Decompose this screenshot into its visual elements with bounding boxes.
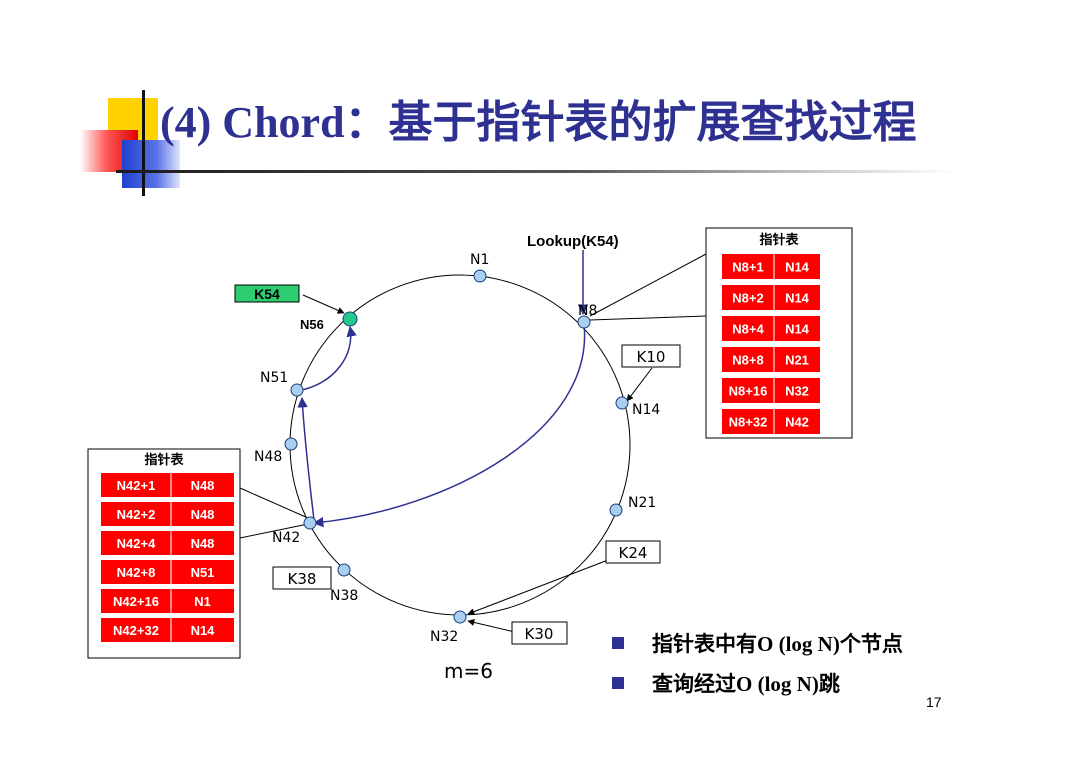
- decor-blue-gradient: [122, 140, 180, 188]
- finger-table-n42-row: [101, 560, 234, 584]
- node-n8: [577, 315, 591, 329]
- k10-arrow: [626, 367, 653, 402]
- title-underline: [116, 170, 956, 173]
- node-n38: [337, 563, 351, 577]
- bullet-square-icon: [612, 677, 624, 689]
- label-n56: N56: [300, 317, 324, 332]
- finger-table-n42-entry-start: N42+16: [113, 594, 159, 609]
- m-label: m=6: [444, 659, 493, 683]
- key-k24-label: K24: [619, 544, 648, 562]
- n8-table-connector-mid: [589, 315, 707, 321]
- key-k10-box: [621, 344, 681, 368]
- lookup-label: Lookup(K54): [527, 233, 619, 250]
- finger-table-n8-row: [722, 378, 820, 403]
- n42-table-connector-top: [239, 487, 309, 519]
- bullet-item: 查询经过O (log N)跳: [612, 668, 840, 698]
- k24-arrow: [467, 559, 609, 615]
- finger-table-n8-entry-start: N8+32: [729, 415, 768, 430]
- node-n21: [609, 503, 623, 517]
- label-n1: N1: [470, 252, 489, 268]
- label-n32: N32: [430, 629, 458, 645]
- node-n48: [284, 437, 298, 451]
- finger-table-n42-row: [101, 589, 234, 613]
- finger-table-n8-entry-start: N8+4: [732, 322, 764, 337]
- key-k38-label: K38: [288, 570, 317, 588]
- n8-table-connector-top: [589, 253, 707, 317]
- n42-table-connector-bottom: [239, 523, 309, 539]
- node-n14: [615, 396, 629, 410]
- finger-table-n42-entry-successor: N48: [191, 507, 215, 522]
- finger-table-n42-row: [101, 502, 234, 526]
- hop-n42-to-n51: [297, 396, 315, 521]
- finger-table-n42-row: [101, 473, 234, 497]
- finger-table-n8-entry-start: N8+16: [729, 384, 768, 399]
- finger-table-n42-row: [101, 531, 234, 555]
- slide-title: (4) Chord：基于指针表的扩展查找过程: [160, 98, 917, 147]
- key-k38-box: [272, 566, 332, 590]
- bullet-square-icon: [612, 637, 624, 649]
- finger-table-n42-entry-successor: N1: [194, 594, 211, 609]
- finger-table-n8-row: [722, 254, 820, 279]
- finger-table-n8-entry-successor: N32: [785, 384, 809, 399]
- finger-table-n8-entry-start: N8+2: [732, 291, 763, 306]
- finger-table-n42-entry-successor: N48: [191, 536, 215, 551]
- bullet-text: 查询经过O (log N)跳: [652, 672, 840, 696]
- k54-arrow: [302, 294, 345, 314]
- finger-table-n42-entry-start: N42+2: [117, 507, 156, 522]
- finger-table-n8-title: 指针表: [759, 232, 799, 248]
- finger-table-n8-entry-successor: N14: [785, 291, 810, 306]
- node-n32: [453, 610, 467, 624]
- finger-table-n8-entry-successor: N14: [785, 260, 810, 275]
- bullet-text: 指针表中有O (log N)个节点: [652, 632, 903, 656]
- finger-table-n8-row: [722, 285, 820, 310]
- finger-table-n42-entry-start: N42+1: [117, 478, 156, 493]
- node-n42: [303, 516, 317, 530]
- decor-vertical-line: [142, 90, 145, 196]
- finger-table-n8-entry-successor: N14: [785, 322, 810, 337]
- node-n51: [290, 383, 304, 397]
- finger-table-n42-entry-successor: N48: [191, 478, 215, 493]
- key-k30-label: K30: [525, 625, 554, 643]
- label-n48: N48: [254, 449, 282, 465]
- hop-n8-to-n42: [312, 323, 586, 528]
- finger-table-n42-entry-start: N42+4: [117, 536, 156, 551]
- bullet-item: 指针表中有O (log N)个节点: [612, 628, 903, 658]
- node-n56-target: [342, 311, 358, 327]
- k30-arrow: [467, 619, 516, 633]
- finger-table-n42-title: 指针表: [144, 452, 184, 468]
- key-k54-box: [234, 284, 300, 303]
- finger-table-n42-row: [101, 618, 234, 642]
- finger-table-n8-entry-successor: N21: [785, 353, 809, 368]
- finger-table-n8-entry-start: N8+1: [732, 260, 763, 275]
- finger-table-n8-entry-successor: N42: [785, 415, 809, 430]
- label-n8: N8: [578, 303, 597, 319]
- finger-table-n42-entry-successor: N14: [191, 623, 216, 638]
- finger-table-n8-row: [722, 409, 820, 434]
- finger-table-n42-entry-successor: N51: [191, 565, 215, 580]
- hop-n51-to-n56: [301, 325, 357, 391]
- finger-table-n42-entry-start: N42+8: [117, 565, 156, 580]
- label-n21: N21: [628, 495, 656, 511]
- node-n1: [473, 269, 487, 283]
- key-k54-label: K54: [254, 286, 280, 302]
- finger-table-n8-entry-start: N8+8: [732, 353, 763, 368]
- label-n42: N42: [272, 530, 300, 546]
- finger-table-n8-row: [722, 316, 820, 341]
- key-k10-label: K10: [637, 348, 666, 366]
- finger-table-n8-row: [722, 347, 820, 372]
- key-k24-box: [605, 540, 661, 564]
- page-number: 17: [926, 694, 942, 710]
- finger-table-n42-entry-start: N42+32: [113, 623, 159, 638]
- label-n14: N14: [632, 402, 660, 418]
- label-n51: N51: [260, 370, 288, 386]
- key-k30-box: [511, 621, 568, 645]
- label-n38: N38: [330, 588, 358, 604]
